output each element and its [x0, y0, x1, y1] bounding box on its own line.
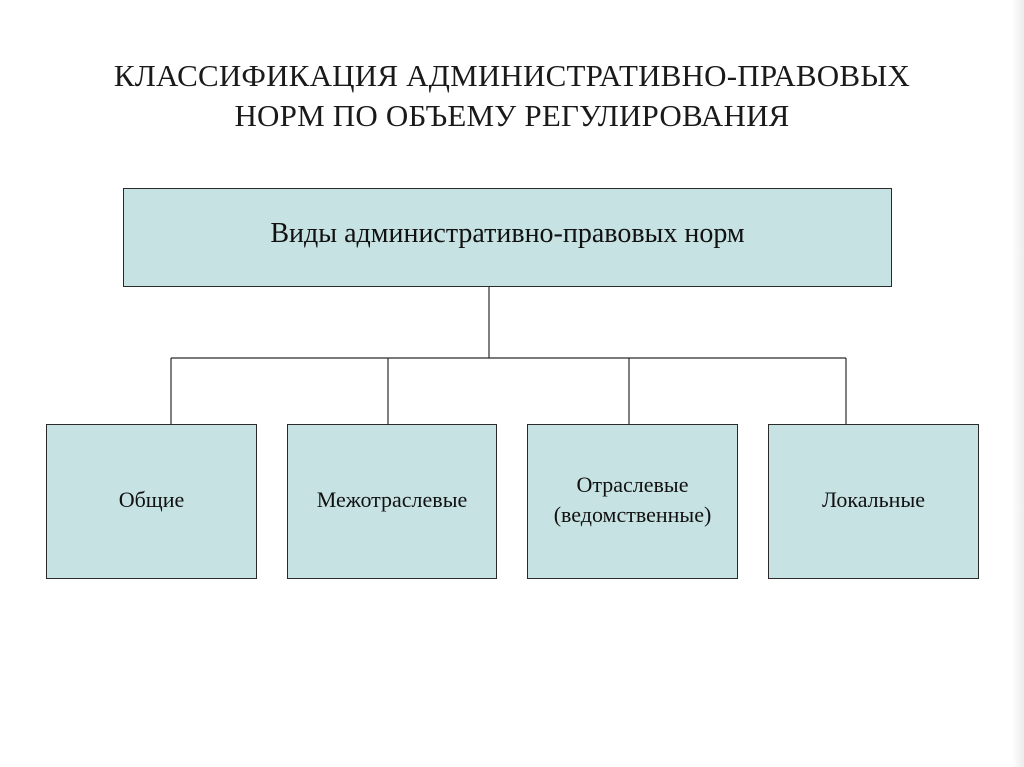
child-node-sectoral: Отраслевые (ведомственные) [527, 424, 738, 579]
child-node-intersectoral: Межотраслевые [287, 424, 497, 579]
child-node-local-label: Локальные [821, 486, 926, 512]
child-node-local: Локальные [768, 424, 979, 579]
root-node-label: Виды административно-правовых норм [270, 217, 745, 249]
slide-title-line-1: КЛАССИФИКАЦИЯ АДМИНИСТРАТИВНО-ПРАВОВЫХ [113, 58, 911, 93]
root-node: Виды административно-правовых норм [123, 188, 892, 287]
slide-title-line-2: НОРМ ПО ОБЪЕМУ РЕГУЛИРОВАНИЯ [234, 98, 790, 133]
child-node-general-label: Общие [118, 486, 185, 512]
child-node-intersectoral-label: Межотраслевые [316, 486, 468, 512]
slide-edge-shadow [1012, 0, 1024, 767]
child-node-general: Общие [46, 424, 257, 579]
child-node-sectoral-label: Отраслевые (ведомственные) [553, 471, 712, 527]
slide-title: КЛАССИФИКАЦИЯ АДМИНИСТРАТИВНО-ПРАВОВЫХ Н… [0, 56, 1024, 136]
